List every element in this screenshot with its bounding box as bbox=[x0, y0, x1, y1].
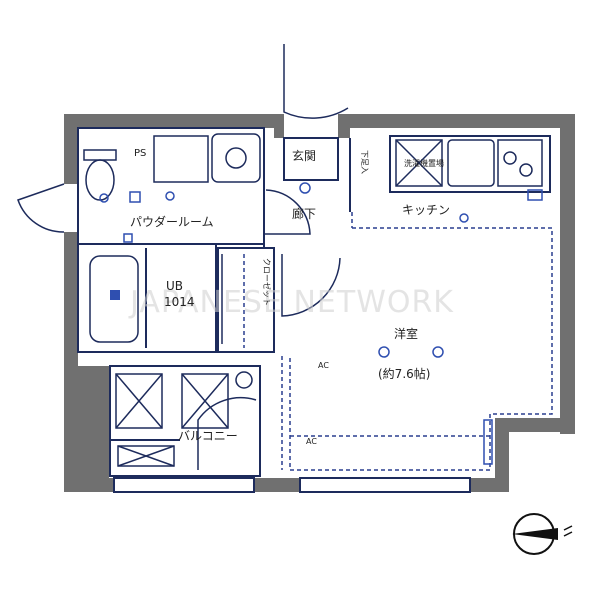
balcony-unit-2-x-b bbox=[181, 373, 229, 429]
watermark: JAPANESE NETWORK bbox=[128, 285, 454, 320]
label-western-room-size: (約7.6帖) bbox=[378, 366, 430, 381]
fridge-space bbox=[395, 139, 443, 187]
outlet-icon bbox=[483, 419, 493, 465]
unit-bath-outline bbox=[77, 243, 217, 353]
wall-right-lower bbox=[495, 418, 509, 492]
wall-left-lower bbox=[64, 366, 109, 492]
kitchen-sink bbox=[447, 139, 495, 187]
label-entrance: 玄関 bbox=[292, 148, 316, 163]
label-kitchen: キッチン bbox=[402, 203, 450, 217]
room-door bbox=[281, 254, 341, 317]
fixtures bbox=[83, 133, 543, 467]
balcony-drain bbox=[235, 371, 253, 389]
stove bbox=[497, 139, 543, 187]
entrance-outline bbox=[283, 137, 339, 181]
wall-right bbox=[560, 114, 575, 434]
walls bbox=[64, 114, 575, 492]
wall-right-step bbox=[495, 418, 575, 432]
balcony-storage bbox=[117, 445, 175, 467]
label-hallway: 廊下 bbox=[292, 206, 316, 221]
label-shoe-box: 下足入 bbox=[360, 150, 369, 174]
window-bottom bbox=[299, 477, 471, 493]
label-balcony: バルコニー bbox=[178, 429, 238, 443]
balcony-door bbox=[197, 396, 257, 470]
ceiling-light-icon bbox=[459, 213, 469, 223]
powder-door bbox=[17, 183, 65, 233]
wall-entry-right bbox=[338, 114, 350, 138]
electrical bbox=[99, 182, 543, 465]
balcony-unit-1-x-b bbox=[115, 373, 163, 429]
sink-drain bbox=[225, 147, 247, 169]
window-left bbox=[113, 477, 255, 493]
label-ac-2: AC bbox=[306, 437, 317, 446]
wall-left-upper bbox=[64, 114, 78, 184]
ceiling-light-icon bbox=[165, 191, 175, 201]
ceiling-light-icon bbox=[299, 182, 311, 194]
label-ps: PS bbox=[134, 148, 146, 159]
label-unit-bath: UB bbox=[166, 279, 183, 293]
washer-box bbox=[153, 135, 209, 183]
kitchen-counter bbox=[389, 135, 551, 193]
outlet-icon bbox=[527, 189, 543, 201]
label-closet: クローゼット bbox=[262, 258, 272, 306]
toilet-tank bbox=[83, 149, 117, 161]
hallway-door bbox=[264, 189, 311, 235]
balcony-outline bbox=[109, 365, 261, 477]
wall-top-left bbox=[64, 114, 274, 128]
bath-drain bbox=[110, 290, 120, 300]
wall-top-right bbox=[345, 114, 575, 128]
dashed-zones bbox=[243, 212, 553, 471]
balcony-storage-x-b bbox=[117, 445, 175, 467]
north-arrow-icon bbox=[512, 513, 573, 555]
entrance-door bbox=[283, 44, 349, 119]
label-washer-space: 洗濯機置場 bbox=[404, 158, 444, 168]
label-unit-bath-size: 1014 bbox=[164, 295, 195, 309]
outlet-icon bbox=[123, 233, 133, 243]
partitions bbox=[77, 127, 551, 493]
sink-basin bbox=[211, 133, 261, 183]
balcony-unit-2 bbox=[181, 373, 229, 429]
wall-left-mid bbox=[64, 232, 78, 372]
western-room-boundary bbox=[289, 227, 553, 471]
label-powder-room: パウダールーム bbox=[130, 214, 214, 229]
fridge-cross-b bbox=[395, 139, 443, 187]
bathtub bbox=[89, 255, 139, 343]
ceiling-light-icon bbox=[432, 346, 444, 358]
label-western-room: 洋室 bbox=[394, 326, 418, 341]
ceiling-light-icon bbox=[378, 346, 390, 358]
burner-2 bbox=[519, 163, 533, 177]
label-ac-1: AC bbox=[318, 361, 329, 370]
room-labels: パウダールーム PS 玄関 廊下 キッチン UB 1014 クローゼット 洋室 … bbox=[130, 148, 450, 446]
toilet-bowl bbox=[85, 159, 115, 201]
burner-1 bbox=[503, 151, 517, 165]
balcony-unit-1 bbox=[115, 373, 163, 429]
doors bbox=[17, 44, 349, 470]
outlet-icon bbox=[129, 191, 141, 203]
wall-entry-left bbox=[274, 114, 284, 138]
ceiling-light-icon bbox=[99, 193, 109, 203]
closet-outline bbox=[217, 247, 275, 353]
